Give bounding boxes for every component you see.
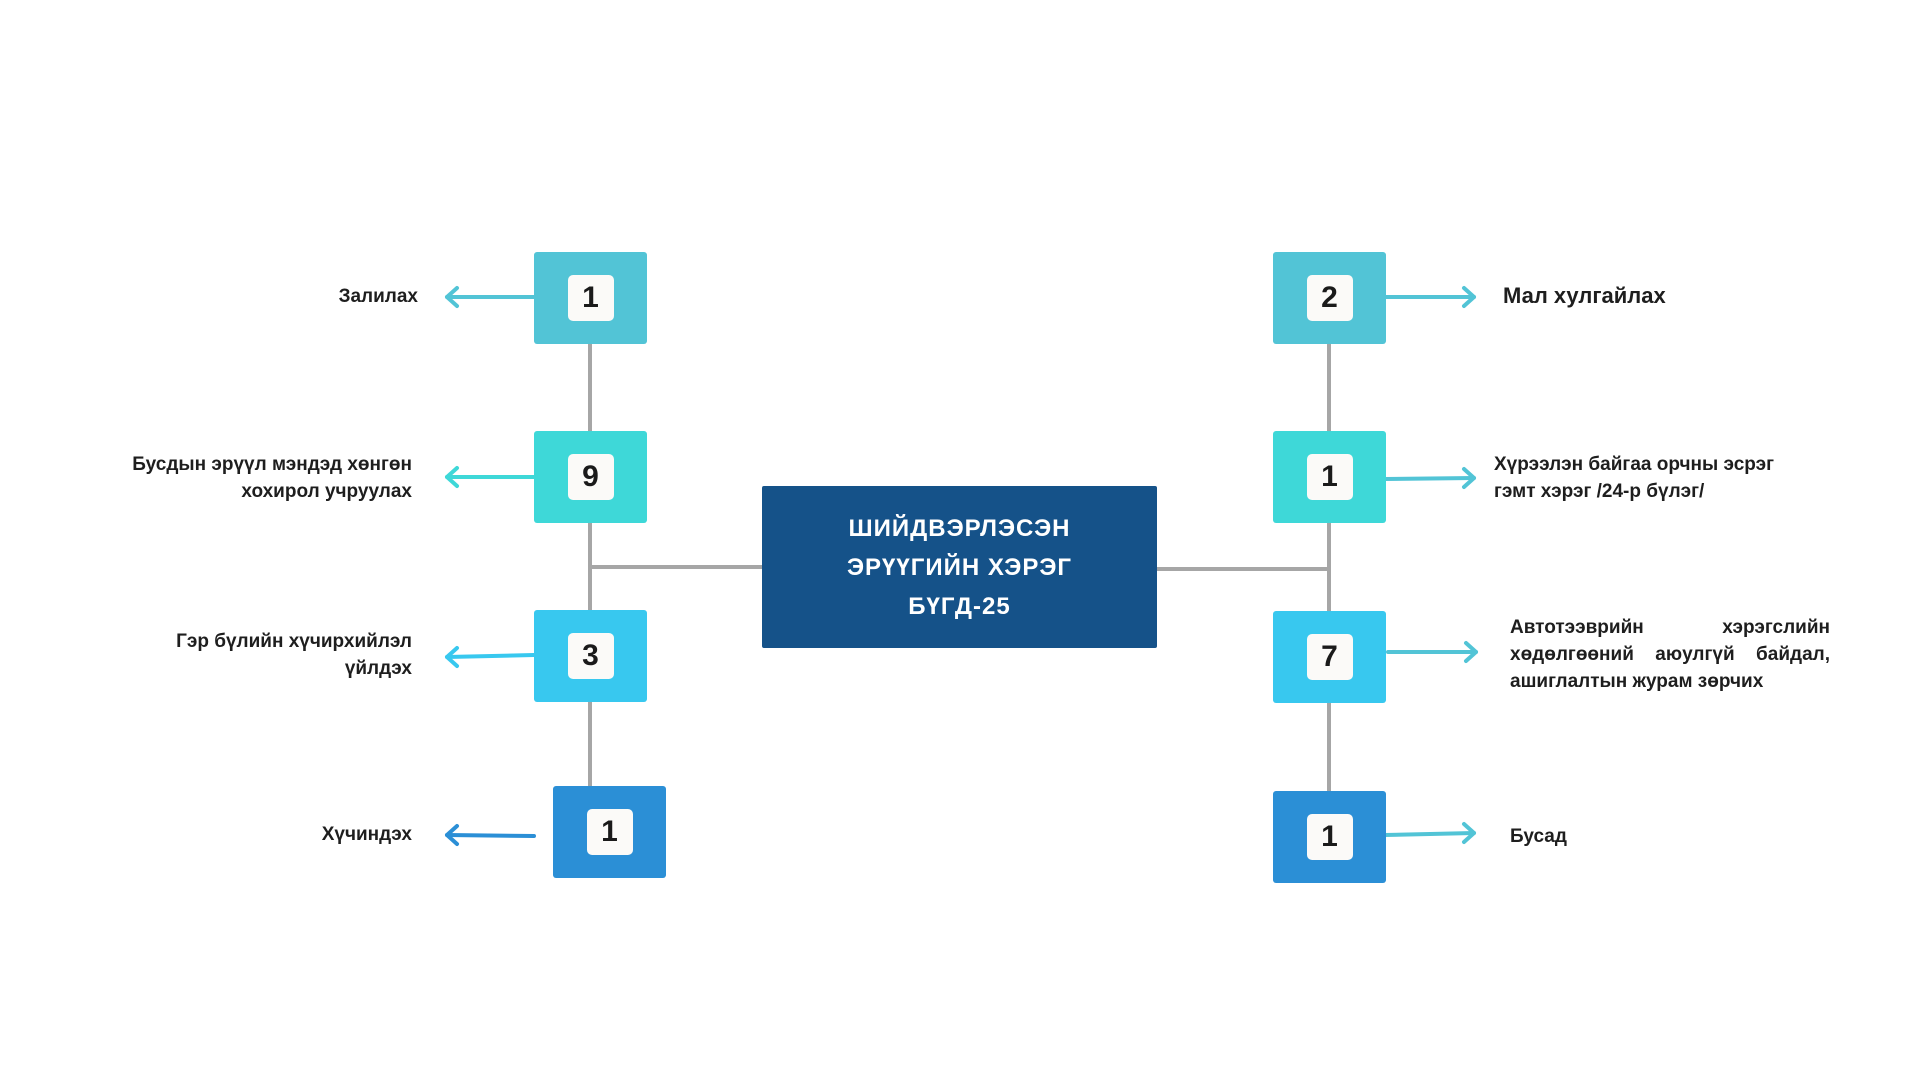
arrow-right-3 xyxy=(1386,641,1478,663)
label-line: ашиглалтын журам зөрчих xyxy=(1510,671,1764,692)
count-box-right-4: 1 xyxy=(1273,791,1386,883)
center-title-line-3: БҮГД-25 xyxy=(908,592,1011,620)
label-left-1: Залилах xyxy=(339,283,418,310)
count-value: 9 xyxy=(567,454,614,500)
count-value: 7 xyxy=(1306,634,1353,680)
total-cases-box: ШИЙДВЭРЛЭСЭН ЭРҮҮГИЙН ХЭРЭГ БҮГД-25 xyxy=(762,486,1157,648)
label-line: Бусад xyxy=(1510,826,1567,847)
label-right-2: Хүрээлэн байгаа орчны эсрэг гэмт хэрэг /… xyxy=(1494,451,1774,505)
count-box-left-3: 3 xyxy=(534,610,647,702)
center-title-line-1: ШИЙДВЭРЛЭСЭН xyxy=(848,514,1071,542)
arrow-left-2 xyxy=(445,466,536,488)
label-right-1: Мал хулгайлах xyxy=(1503,282,1666,309)
center-title-line-2: ЭРҮҮГИЙН ХЭРЭГ xyxy=(846,553,1073,581)
count-value: 3 xyxy=(567,633,614,679)
arrow-left-4 xyxy=(445,824,536,846)
label-line: Автотээврийн хэрэгслийн xyxy=(1510,617,1830,638)
count-box-right-2: 1 xyxy=(1273,431,1386,523)
label-line: хөдөлгөөний аюулгүй байдал, xyxy=(1510,644,1830,665)
arrow-left-1 xyxy=(445,286,536,308)
arrow-right-1 xyxy=(1383,286,1476,308)
label-line: Гэр бүлийн хүчирхийлэл xyxy=(176,631,412,652)
label-right-3: Автотээврийн хэрэгслийн хөдөлгөөний аюул… xyxy=(1510,614,1830,695)
label-line: Залилах xyxy=(338,286,418,307)
label-left-4: Хүчиндэх xyxy=(322,821,412,848)
count-box-left-1: 1 xyxy=(534,252,647,344)
count-value: 2 xyxy=(1306,275,1353,321)
label-line: Бусдын эрүүл мэндэд хөнгөн xyxy=(132,454,412,475)
count-box-left-2: 9 xyxy=(534,431,647,523)
label-line: Мал хулгайлах xyxy=(1503,283,1666,308)
right-vertical-connector xyxy=(1327,344,1331,791)
label-line: гэмт хэрэг /24-р бүлэг/ xyxy=(1494,481,1705,502)
label-line: Хүчиндэх xyxy=(321,824,412,845)
arrow-right-2 xyxy=(1383,467,1476,489)
label-line: Хүрээлэн байгаа орчны эсрэг xyxy=(1494,454,1775,475)
label-line: хохирол учруулах xyxy=(241,481,412,502)
count-value: 1 xyxy=(586,809,633,855)
left-vertical-connector xyxy=(588,343,592,786)
right-horizontal-connector xyxy=(1157,567,1329,571)
arrow-left-3 xyxy=(445,646,536,668)
count-box-right-3: 7 xyxy=(1273,611,1386,703)
label-right-4: Бусад xyxy=(1510,823,1567,850)
arrow-right-4 xyxy=(1383,822,1476,844)
label-left-3: Гэр бүлийн хүчирхийлэл үйлдэх xyxy=(176,628,412,682)
count-value: 1 xyxy=(1306,454,1353,500)
count-box-right-1: 2 xyxy=(1273,252,1386,344)
count-box-left-4: 1 xyxy=(553,786,666,878)
label-left-2: Бусдын эрүүл мэндэд хөнгөн хохирол учруу… xyxy=(132,451,412,505)
count-value: 1 xyxy=(567,275,614,321)
left-horizontal-connector xyxy=(590,565,762,569)
count-value: 1 xyxy=(1306,814,1353,860)
label-line: үйлдэх xyxy=(344,658,412,679)
